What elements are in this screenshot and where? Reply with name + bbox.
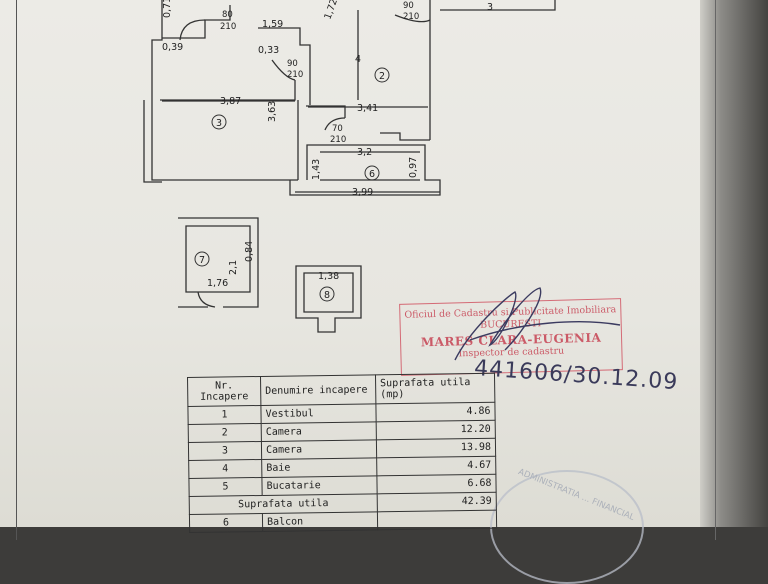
dim-label: 1,59 [262,19,283,30]
document-page [0,0,720,527]
background-shadow [700,0,768,527]
dim-label: 3,2 [357,147,372,158]
dim-label: 0,33 [258,45,279,56]
cell-name: Balcon [262,511,378,532]
rooms-table: Nr. Incapere Denumire incapere Suprafata… [187,373,497,533]
cell-name: Vestibul [260,403,377,424]
door-swing [179,19,206,41]
door-height: 210 [220,22,236,32]
room-number-circle [374,67,390,83]
cell-nr: 2 [188,423,262,443]
room-number: 3 [216,118,222,129]
dim-label: 3,87 [220,96,241,107]
cell-area: 4.86 [375,402,496,422]
table-row: 6 Balcon [189,510,497,533]
room-number-circle [194,251,210,267]
door-height: 210 [403,12,419,22]
cell-area: 4.67 [376,456,496,476]
cell-nr: 6 [189,513,263,533]
room-number: 7 [199,255,205,266]
room-number: 8 [324,290,330,301]
cell-nr: 4 [188,459,262,479]
dim-label: 4 [355,54,361,65]
door-width: 90 [287,59,298,69]
room7-inner [185,225,251,293]
wall-room3-top [160,80,296,101]
wall-outline [151,0,298,181]
wall-balcony [289,144,441,196]
cell-nr: 5 [188,477,263,497]
room-number-circle [364,165,380,181]
room-number: 2 [379,71,385,82]
dim-label: 1,72 [322,0,340,21]
cell-area: 6.68 [376,474,497,494]
header-nr: Nr. Incapere [187,376,261,407]
room8-wall [295,265,362,333]
cell-nr: 1 [187,405,262,425]
dim-label: 1,43 [311,159,322,180]
page-frame [16,0,716,540]
wall-left-inner [143,100,162,183]
dim-label: 1,38 [318,271,339,282]
door-swing [324,117,346,131]
cell-name: Camera [261,439,377,460]
wall-room2-bottom [306,105,430,141]
room-number: 6 [369,169,375,180]
door-height: 210 [287,70,303,80]
header-name: Denumire incapere [260,374,376,406]
wall-top-right [440,0,556,11]
door-height: 210 [330,135,346,145]
round-seal: ADMINISTRATIA ... FINANCIAL [490,467,644,584]
subtotal-value: 42.39 [377,492,497,512]
room8-inner [303,272,354,313]
floor-plan: 0,71 0,39 1,59 1,72 4 3 0,33 3,87 3,63 3… [143,0,556,333]
cell-name: Bucatarie [261,475,378,496]
dim-label: 0,39 [162,42,183,53]
cell-area: 12.20 [376,420,496,440]
cell-name: Baie [261,457,377,478]
cell-area: 13.98 [376,438,496,458]
dim-label: 0,97 [408,157,419,178]
dim-label: 3,99 [352,187,373,198]
door-width: 90 [403,1,414,11]
room-number-circle [211,114,227,130]
door-width: 70 [332,124,343,134]
dim-label: 3,41 [357,103,378,114]
dim-label: 0,84 [244,241,255,262]
dim-label: 0,71 [162,0,173,18]
dim-label: 3,63 [267,101,278,122]
dim-label: 3 [487,2,493,13]
door-width: 80 [222,10,233,20]
wall-corridor [258,27,311,105]
dim-label: 1,76 [207,278,228,289]
cell-nr: 3 [188,441,262,461]
room-number-circle [319,286,335,302]
door-swing [394,14,431,23]
cell-name: Camera [261,421,377,442]
door-swing [271,59,296,81]
dim-label: 2,1 [228,260,239,275]
door-swing [197,291,216,308]
table-header-row: Nr. Incapere Denumire incapere Suprafata… [187,373,495,407]
room7-wall [178,217,259,308]
header-area: Suprafata utila (mp) [375,373,495,404]
